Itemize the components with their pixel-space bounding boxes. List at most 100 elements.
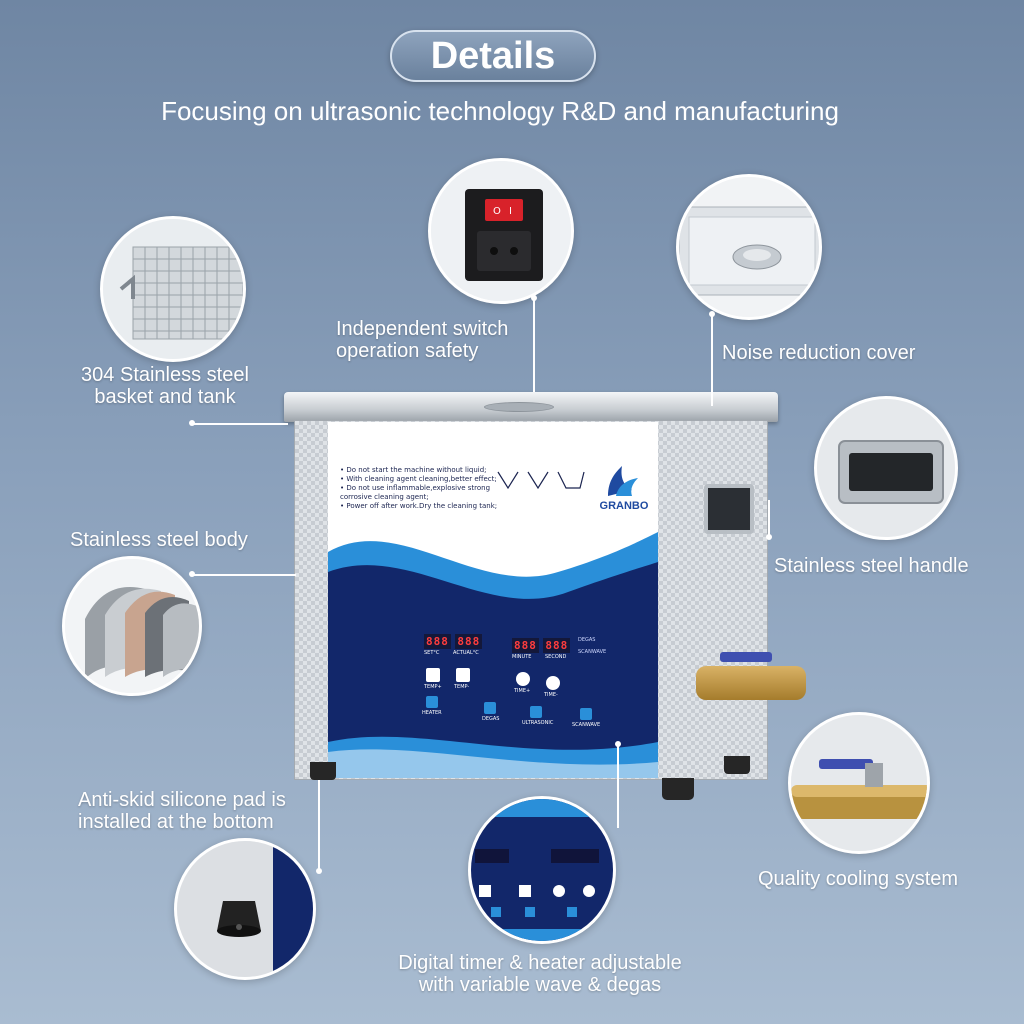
temp-labels: SET°C ACTUAL°C (424, 650, 479, 656)
timer-pointer-line (617, 744, 619, 828)
ultrasonic-label: ULTRASONIC (522, 720, 554, 726)
silicone-pad-icon (177, 841, 313, 977)
page-title: Details (390, 30, 596, 82)
heater-label: HEATER (422, 710, 442, 716)
minute-label: MINUTE (512, 654, 532, 660)
valve-lever (720, 652, 772, 662)
switch-callout-line1: Independent switch (336, 318, 509, 340)
brand-name: GRANBO (599, 500, 649, 512)
degas-indicator: DEGAS (578, 637, 596, 643)
ultrasonic-button[interactable] (530, 706, 542, 718)
pad-callout-line2: installed at the bottom (78, 811, 274, 833)
svg-text:O: O (493, 206, 501, 217)
sweep-indicator: SCANWAVE (578, 649, 607, 655)
handle-icon (817, 399, 955, 537)
pad-callout-line1: Anti-skid silicone pad is (78, 789, 286, 811)
warning-line: • Power off after work.Dry the cleaning … (340, 502, 498, 510)
sweep-button[interactable] (580, 708, 592, 720)
left-foot (310, 762, 336, 780)
cover-pointer-line (711, 314, 713, 406)
basket-icon (103, 219, 243, 359)
time-labels: MINUTE SECOND (512, 654, 566, 660)
pad-callout: Anti-skid silicone pad is installed at t… (78, 789, 338, 833)
set-temp-display: 888 (424, 634, 451, 649)
basket-callout-line2: basket and tank (94, 386, 236, 408)
minute-display: 888 (512, 638, 539, 653)
front-panel: • Do not start the machine without liqui… (328, 422, 658, 778)
temp-up-button[interactable] (426, 668, 440, 682)
time-down-label: TIME- (544, 692, 558, 698)
pad-pointer-dot (316, 868, 322, 874)
drain-valve (696, 666, 806, 700)
cooling-callout-line1: Quality cooling system (758, 868, 959, 890)
body-detail-image (62, 556, 202, 696)
cooling-callout: Quality cooling system (758, 868, 1008, 890)
switch-callout-line2: operation safety (336, 340, 479, 362)
warning-text: • Do not start the machine without liqui… (340, 466, 500, 511)
cover-detail-image (676, 174, 822, 320)
timer-callout-line1: Digital timer & heater adjustable (398, 952, 682, 974)
water-level-icon (497, 471, 585, 490)
second-label: SECOND (545, 654, 567, 660)
left-display-group: 888 888 (424, 632, 483, 650)
basket-pointer-line (192, 423, 288, 425)
switch-pointer-line (533, 298, 535, 392)
handle-pointer-dot (766, 534, 772, 540)
handle-callout: Stainless steel handle (774, 555, 1014, 577)
control-panel-icon (471, 799, 613, 941)
basket-callout-line1: 304 Stainless steel (81, 364, 249, 386)
pad-pointer-line (318, 780, 320, 872)
cover-icon (679, 177, 819, 317)
warning-line: • With cleaning agent cleaning,better ef… (340, 475, 497, 483)
cover-callout-line1: Noise reduction cover (722, 342, 916, 364)
heater-button[interactable] (426, 696, 438, 708)
basket-callout: 304 Stainless steel basket and tank (60, 364, 270, 408)
valve-icon (791, 715, 927, 851)
time-up-label: TIME+ (514, 688, 531, 694)
right-foot-back (724, 756, 750, 774)
cover-callout: Noise reduction cover (722, 342, 982, 364)
lid-handle-icon (484, 402, 554, 412)
timer-callout-line2: with variable wave & degas (418, 974, 662, 996)
handle-callout-line1: Stainless steel handle (774, 555, 969, 577)
timer-detail-image (468, 796, 616, 944)
page-title-text: Details (430, 34, 556, 77)
actual-temp-label: ACTUAL°C (452, 650, 479, 656)
temp-down-label: TEMP- (454, 684, 470, 690)
handle-pointer-line (768, 500, 770, 537)
steel-sheets-icon (65, 559, 199, 693)
sweep-label: SCANWAVE (572, 722, 601, 728)
switch-detail-image: O I (428, 158, 574, 304)
handle-detail-image (814, 396, 958, 540)
cooling-detail-image (788, 712, 930, 854)
body-pointer-line (192, 574, 296, 576)
page-subtitle: Focusing on ultrasonic technology R&D an… (161, 96, 839, 126)
switch-callout: Independent switch operation safety (336, 318, 536, 362)
svg-text:I: I (509, 206, 512, 217)
timer-callout: Digital timer & heater adjustable with v… (372, 952, 708, 996)
power-switch-icon: O I (431, 161, 571, 301)
body-callout-line1: Stainless steel body (70, 529, 248, 551)
basket-detail-image (100, 216, 246, 362)
degas-label: DEGAS (482, 716, 500, 722)
mode-indicators: DEGAS SCANWAVE (578, 634, 606, 658)
ultrasonic-cleaner: • Do not start the machine without liqui… (284, 392, 806, 802)
right-foot (662, 778, 694, 800)
time-down-button[interactable] (546, 676, 560, 690)
body-callout: Stainless steel body (70, 529, 310, 551)
temp-up-label: TEMP+ (424, 684, 442, 690)
side-handle (704, 484, 754, 534)
set-temp-label: SET°C (424, 650, 440, 656)
panel-wave-graphic (328, 532, 658, 778)
actual-temp-display: 888 (455, 634, 483, 649)
second-display: 888 (543, 638, 571, 653)
right-display-group: 888 888 (512, 636, 571, 654)
warning-line: corrosive cleaning agent; (340, 493, 429, 501)
warning-line: • Do not use inflammable,explosive stron… (340, 484, 491, 492)
warning-line: • Do not start the machine without liqui… (340, 466, 487, 474)
pad-detail-image (174, 838, 316, 980)
time-up-button[interactable] (516, 672, 530, 686)
degas-button[interactable] (484, 702, 496, 714)
temp-down-button[interactable] (456, 668, 470, 682)
granbo-logo-icon (608, 466, 638, 496)
